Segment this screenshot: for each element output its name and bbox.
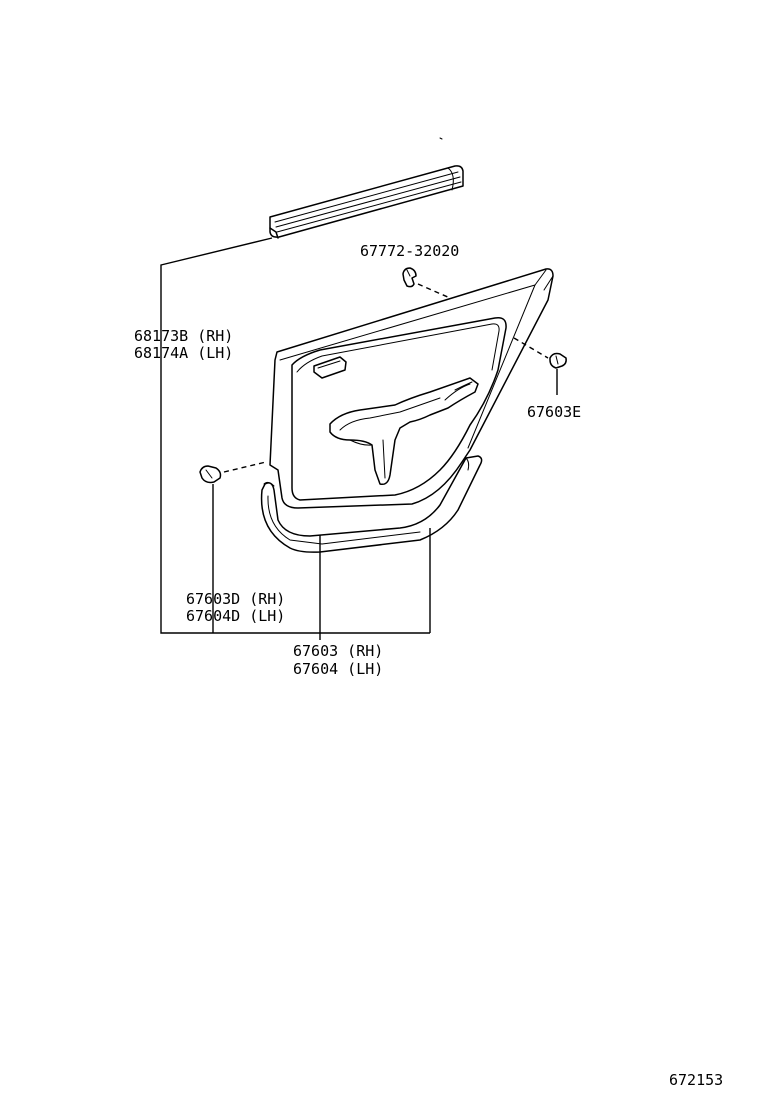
label-weatherstrip-rh: 68173B (RH) xyxy=(134,327,233,345)
label-clip-left-rh: 67603D (RH) xyxy=(186,590,285,608)
door-trim-board xyxy=(269,268,554,509)
label-trim-board-lh: 67604 (LH) xyxy=(293,660,383,678)
clip-top-icon xyxy=(402,267,451,299)
label-clip-top: 67772-32020 xyxy=(360,242,459,260)
lower-trim-strip xyxy=(260,455,483,553)
leader-lines xyxy=(160,237,558,640)
label-clip-right: 67603E xyxy=(527,403,581,421)
label-clip-left-lh: 67604D (LH) xyxy=(186,607,285,625)
label-trim-board-rh: 67603 (RH) xyxy=(293,642,383,660)
clip-right-icon xyxy=(513,337,567,369)
label-weatherstrip-lh: 68174A (LH) xyxy=(134,344,233,362)
stray-mark xyxy=(439,137,443,140)
clip-left-icon xyxy=(199,461,267,484)
door-belt-weatherstrip xyxy=(269,165,464,239)
drawing-number: 672153 xyxy=(669,1071,723,1089)
